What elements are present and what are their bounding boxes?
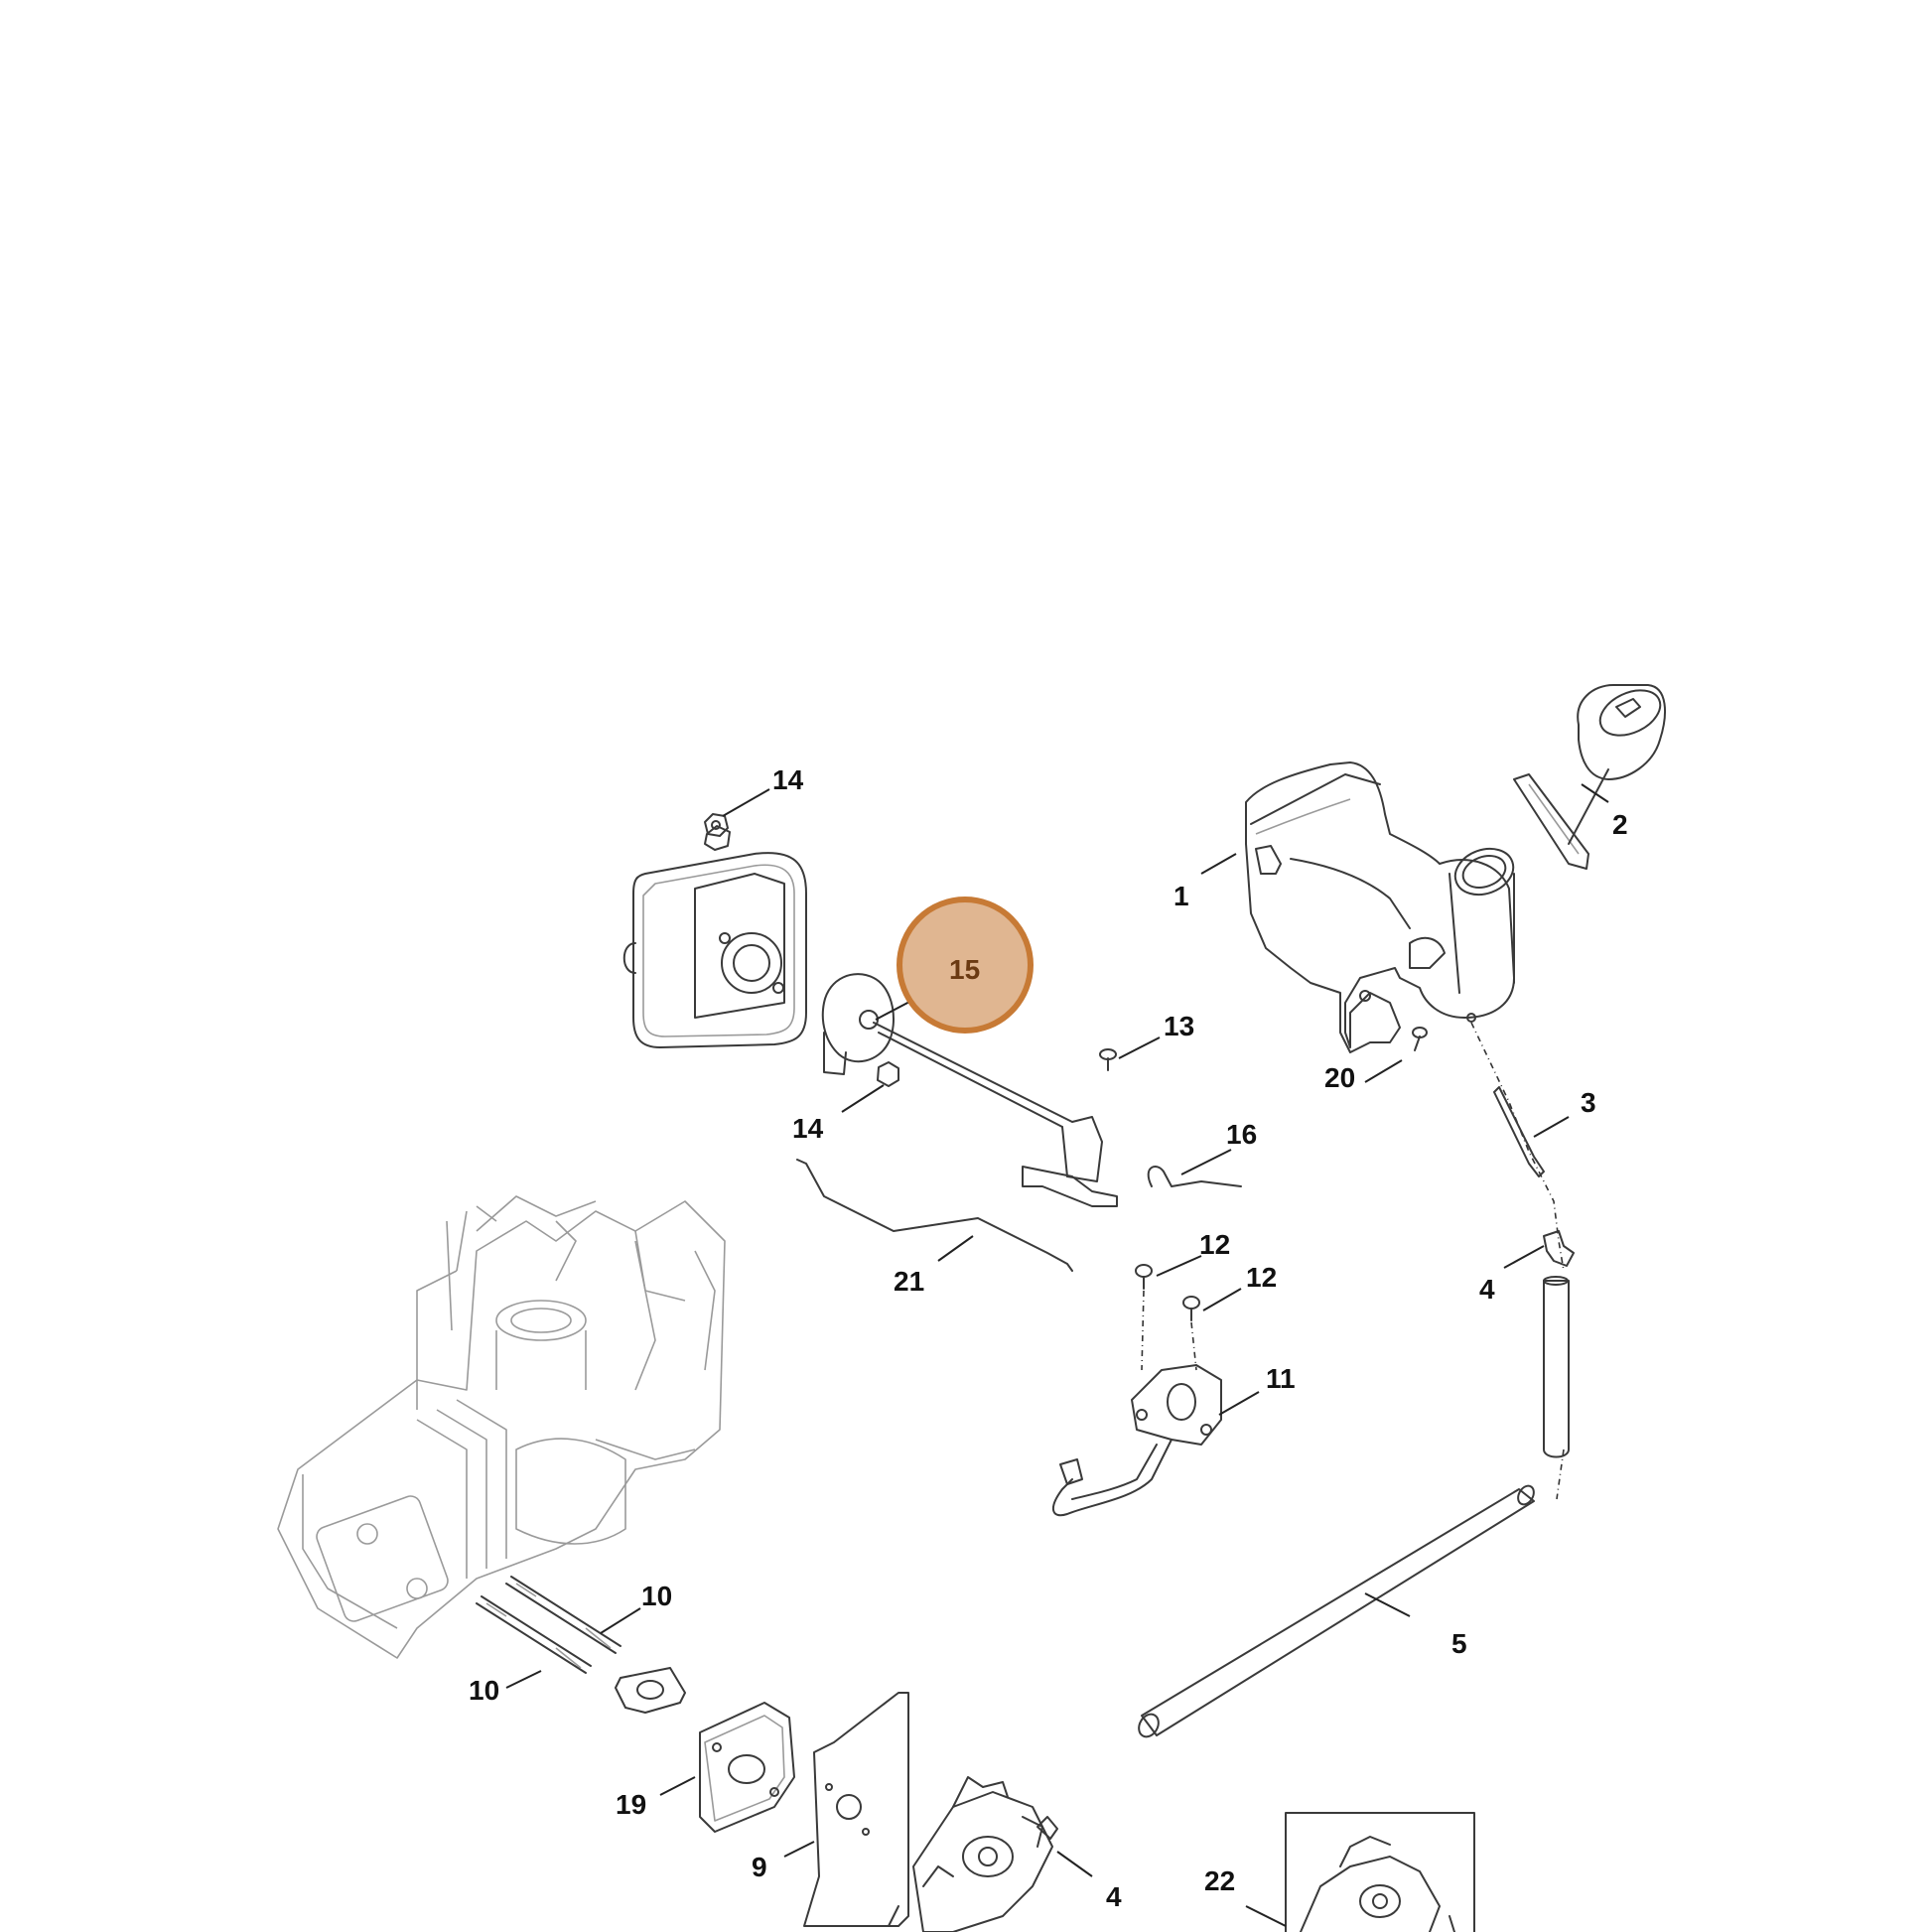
callout-13[interactable]: 13 [1164,1011,1194,1041]
engine-block-drawing [277,1195,726,1659]
callout-12-a[interactable]: 12 [1199,1229,1230,1260]
screw-13-drawing [1099,1048,1117,1071]
screw-12a-drawing [1135,1264,1153,1371]
highlight-marker-15[interactable] [897,897,1034,1034]
long-hose-drawing [1138,1484,1535,1738]
callout-1[interactable]: 1 [1173,881,1189,911]
callout-21[interactable]: 21 [894,1266,924,1297]
callout-19[interactable]: 19 [616,1789,646,1820]
screw-bottom-drawing [1036,1816,1058,1840]
gasket-small-drawing [615,1667,686,1714]
intake-elbow-drawing [1052,1364,1222,1517]
alignment-line-hose [1556,1449,1565,1500]
carburetor-kit-box [1285,1812,1475,1932]
spring-drawing [1147,1166,1242,1187]
fuel-filter-drawing [1493,1086,1545,1177]
leader-lines [505,783,1609,1927]
screw-20-drawing [1412,1027,1428,1051]
callout-2[interactable]: 2 [1612,809,1628,840]
callout-22[interactable]: 22 [1204,1865,1235,1896]
stud-lower-drawing [476,1595,592,1674]
fuel-cap-drawing [1513,684,1666,870]
stud-upper-drawing [505,1576,621,1654]
callout-10-lower[interactable]: 10 [469,1675,499,1706]
fuel-tank-drawing [1245,761,1515,1053]
callout-labels: 14 1 2 13 20 3 16 14 21 12 12 4 11 5 10 … [469,764,1628,1912]
alignment-line-tank [1470,1022,1565,1272]
callout-10-upper[interactable]: 10 [641,1581,672,1611]
callout-14-top[interactable]: 14 [772,764,804,795]
callout-4-right[interactable]: 4 [1479,1274,1495,1305]
callout-11[interactable]: 11 [1266,1363,1296,1394]
nut-top-drawing [704,813,729,837]
gasket-plate-9-drawing [803,1692,909,1927]
callout-16[interactable]: 16 [1226,1119,1257,1150]
governor-rod-drawing [796,1159,1073,1272]
fuel-hose-vertical-drawing [1543,1276,1570,1458]
clamp-drawing [1543,1230,1575,1267]
callout-4-bottom[interactable]: 4 [1106,1881,1122,1912]
callout-15-highlighted[interactable]: 15 [949,954,980,985]
insulator-19-drawing [699,1702,795,1833]
callout-20[interactable]: 20 [1324,1062,1355,1093]
callout-3[interactable]: 3 [1581,1087,1596,1118]
callout-5[interactable]: 5 [1451,1628,1467,1659]
screw-12b-drawing [1182,1296,1200,1371]
muffler-drawing [622,825,807,1048]
carburetor-drawing [888,1776,1053,1932]
callout-9[interactable]: 9 [752,1852,767,1882]
callout-14-bottom[interactable]: 14 [792,1113,824,1144]
callout-12-b[interactable]: 12 [1246,1262,1277,1293]
